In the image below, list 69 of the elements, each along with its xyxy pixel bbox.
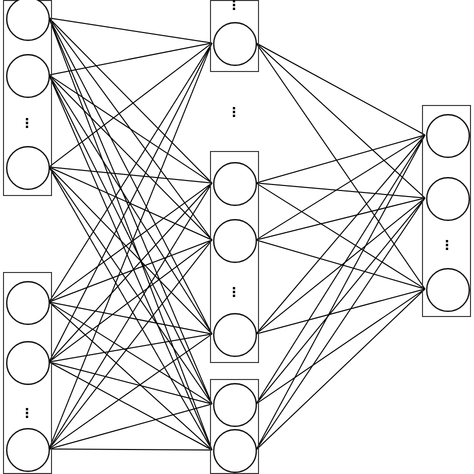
connector-line xyxy=(48,166,212,184)
connector-line xyxy=(48,182,212,302)
connector-line xyxy=(48,18,212,44)
connector-line xyxy=(48,74,212,334)
connector-line xyxy=(256,198,426,240)
connector-line xyxy=(48,404,212,450)
connector-line xyxy=(48,182,212,362)
layer-box xyxy=(3,0,52,196)
connector-line xyxy=(48,302,212,450)
connector-line xyxy=(48,240,212,362)
neuron-circle xyxy=(6,281,50,325)
connector-line xyxy=(256,240,426,290)
connector-line xyxy=(48,166,212,404)
layer-box xyxy=(3,272,52,474)
neuron-circle xyxy=(426,114,470,158)
layer-box xyxy=(210,379,259,474)
ellipsis-mark: ⋮ xyxy=(228,286,240,300)
connector-line xyxy=(48,166,212,334)
layer-box xyxy=(210,0,259,72)
ellipsis-mark: ⋮ xyxy=(440,240,454,252)
ellipsis-mark: ⋮ xyxy=(228,0,240,12)
ellipsis-mark: ⋮ xyxy=(228,106,240,120)
connector-line xyxy=(256,134,426,240)
connector-line xyxy=(48,302,212,334)
neuron-circle xyxy=(6,341,50,385)
connector-line xyxy=(256,288,426,404)
neuron-circle xyxy=(6,428,50,472)
connector-line xyxy=(256,134,426,184)
connector-line xyxy=(256,288,426,450)
connector-line xyxy=(256,42,426,198)
neuron-circle xyxy=(213,383,257,427)
connector-line xyxy=(48,74,212,184)
ellipsis-mark: ⋮ xyxy=(20,408,34,420)
connector-line xyxy=(48,18,212,240)
connector-line xyxy=(256,182,426,290)
neuron-circle xyxy=(213,22,257,66)
neuron-circle xyxy=(213,429,257,473)
neuron-circle xyxy=(213,219,257,263)
connector-line xyxy=(256,198,426,450)
layer-box xyxy=(210,151,259,363)
connector-line xyxy=(48,240,212,302)
connector-line xyxy=(48,334,212,362)
connector-line xyxy=(256,198,426,334)
connector-line xyxy=(256,42,426,290)
neuron-circle xyxy=(426,177,470,221)
connector-line xyxy=(48,240,212,450)
neuron-circle xyxy=(213,313,257,357)
connector-line xyxy=(48,42,212,76)
connector-line xyxy=(48,42,212,168)
connector-line xyxy=(256,198,426,404)
connector-line xyxy=(48,74,212,240)
connector-line xyxy=(48,18,212,184)
connector-line xyxy=(256,288,426,334)
connector-line xyxy=(48,362,212,404)
layer-box xyxy=(422,105,471,317)
connector-line xyxy=(48,362,212,450)
connector-line xyxy=(48,302,212,404)
ellipsis-mark: ⋮ xyxy=(20,118,34,130)
connector-line xyxy=(256,134,426,334)
connector-line xyxy=(48,166,212,240)
connector-line xyxy=(48,448,212,450)
connector-line xyxy=(256,182,426,198)
neuron-circle xyxy=(6,54,50,98)
neuron-circle xyxy=(213,162,257,206)
connector-line xyxy=(256,42,426,136)
connector-line xyxy=(48,42,212,302)
neuron-circle xyxy=(6,146,50,190)
neuron-circle xyxy=(426,268,470,312)
connector-line xyxy=(48,334,212,450)
